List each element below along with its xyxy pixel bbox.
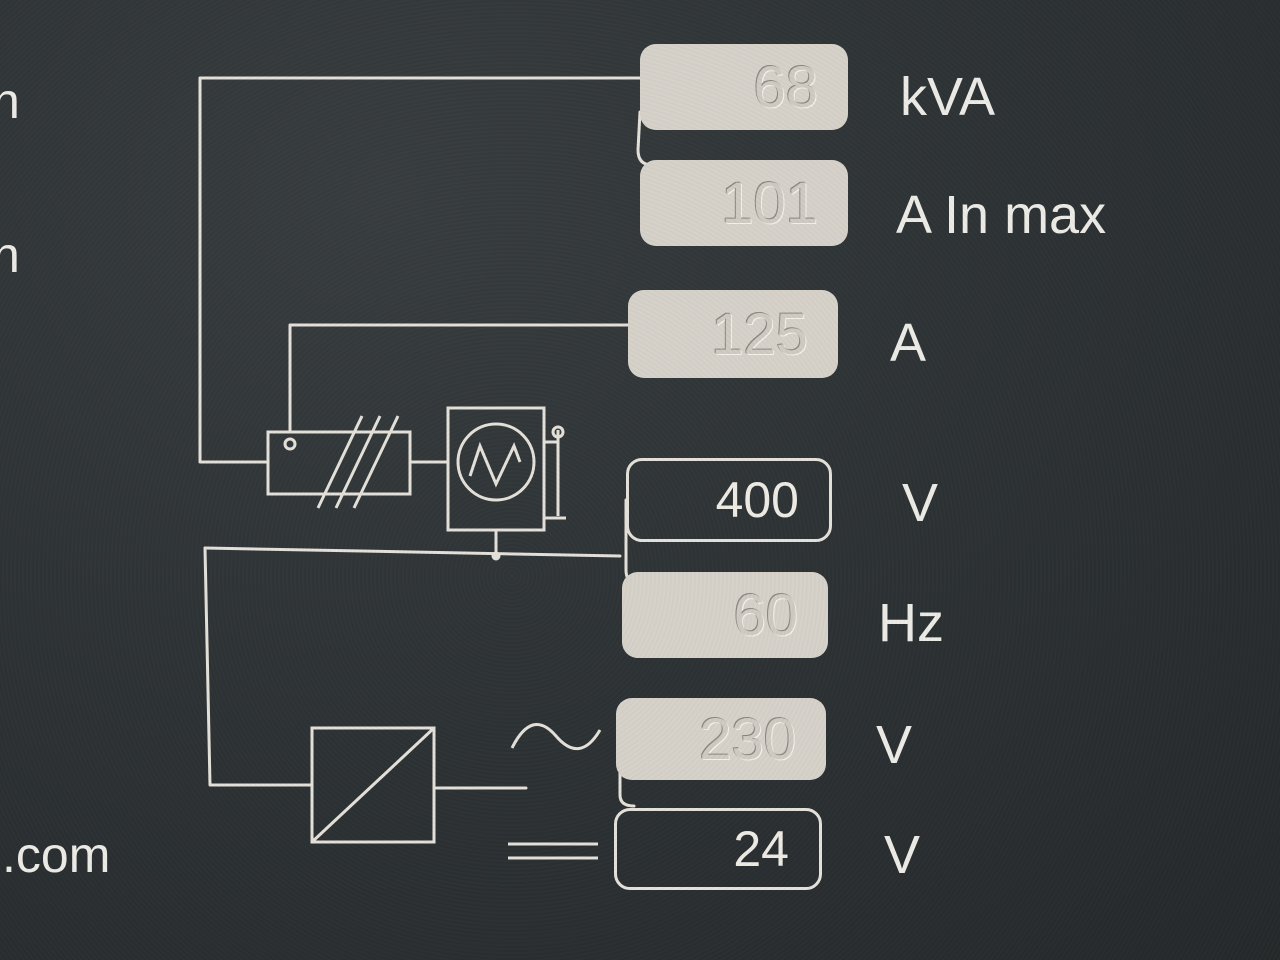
breaker-value-box: 125 bbox=[628, 290, 838, 378]
generator-symbol-icon bbox=[446, 406, 566, 561]
voltage-value-box: 400 bbox=[626, 458, 832, 542]
ac-output-value-box: 230 bbox=[616, 698, 826, 780]
dc-output-unit: V bbox=[884, 825, 921, 885]
dc-output-value: 24 bbox=[733, 821, 789, 877]
converter-symbol-icon bbox=[310, 726, 436, 844]
ac-wave-icon bbox=[510, 723, 602, 751]
left-edge-letter-mid: n bbox=[0, 227, 20, 283]
frequency-value-box: 60 bbox=[622, 572, 828, 658]
breaker-value: 125 bbox=[711, 301, 808, 367]
kva-value-box: 68 bbox=[640, 44, 848, 130]
wire-bracket-bottom bbox=[618, 728, 636, 808]
current-max-value-box: 101 bbox=[640, 160, 848, 246]
ac-output-value: 230 bbox=[699, 706, 796, 772]
breaker-symbol-icon bbox=[266, 415, 412, 509]
voltage-unit: V bbox=[902, 473, 939, 533]
current-max-value: 101 bbox=[721, 170, 818, 236]
frequency-unit: Hz bbox=[878, 593, 944, 653]
dc-output-value-box: 24 bbox=[614, 808, 822, 890]
wire-bus bbox=[203, 546, 622, 558]
dc-lines-icon bbox=[508, 842, 598, 860]
left-edge-letter-top: n bbox=[0, 73, 20, 129]
wire-converter-feed bbox=[203, 546, 314, 787]
wire-breaker bbox=[288, 323, 630, 434]
breaker-unit: A bbox=[890, 313, 927, 373]
kva-value: 68 bbox=[753, 54, 818, 120]
ac-output-unit: V bbox=[876, 715, 913, 775]
wire-kva bbox=[198, 76, 642, 464]
website-fragment: .com bbox=[2, 827, 111, 883]
kva-unit: kVA bbox=[900, 67, 996, 127]
current-max-unit: A In max bbox=[896, 185, 1107, 245]
voltage-value: 400 bbox=[715, 472, 799, 528]
frequency-value: 60 bbox=[733, 582, 798, 648]
